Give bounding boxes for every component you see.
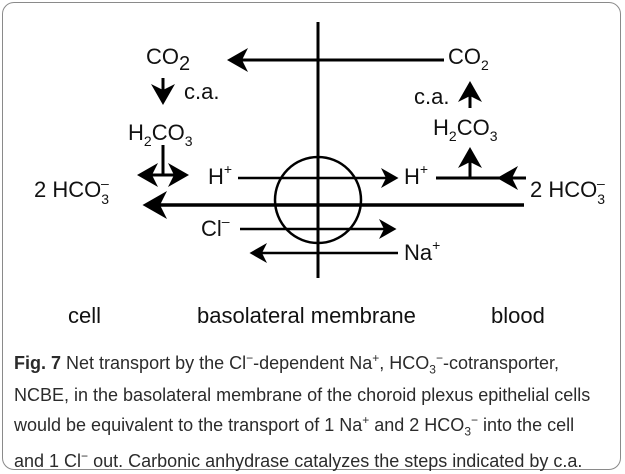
left-hplus-label: H+	[208, 161, 232, 189]
figure-frame	[2, 2, 621, 470]
caption-text: Net transport by the Cl−-dependent Na+, …	[14, 351, 591, 472]
left-co2-label: CO2	[146, 44, 190, 75]
left-h2co3-label: H2CO3	[128, 120, 193, 149]
figure-label: Fig. 7	[14, 353, 62, 373]
left-hco3-label: 2 HCO3–	[34, 175, 109, 207]
right-ca-label: c.a.	[414, 84, 449, 109]
left-ca-label: c.a.	[184, 79, 219, 104]
right-co2-label: CO2	[448, 44, 489, 73]
transporter-circle	[273, 155, 363, 245]
blood-label: blood	[491, 303, 545, 328]
na-label: Na+	[404, 237, 440, 265]
right-hco3-label: 2 HCO3–	[530, 175, 605, 207]
right-hplus-label: H+	[404, 161, 428, 189]
right-h2co3-label: H2CO3	[433, 115, 498, 144]
cell-label: cell	[68, 303, 101, 328]
cl-label: Cl–	[201, 213, 230, 241]
figure-caption: Fig. 7 Net transport by the Cl−-dependen…	[14, 346, 604, 474]
membrane-label: basolateral membrane	[197, 303, 416, 328]
